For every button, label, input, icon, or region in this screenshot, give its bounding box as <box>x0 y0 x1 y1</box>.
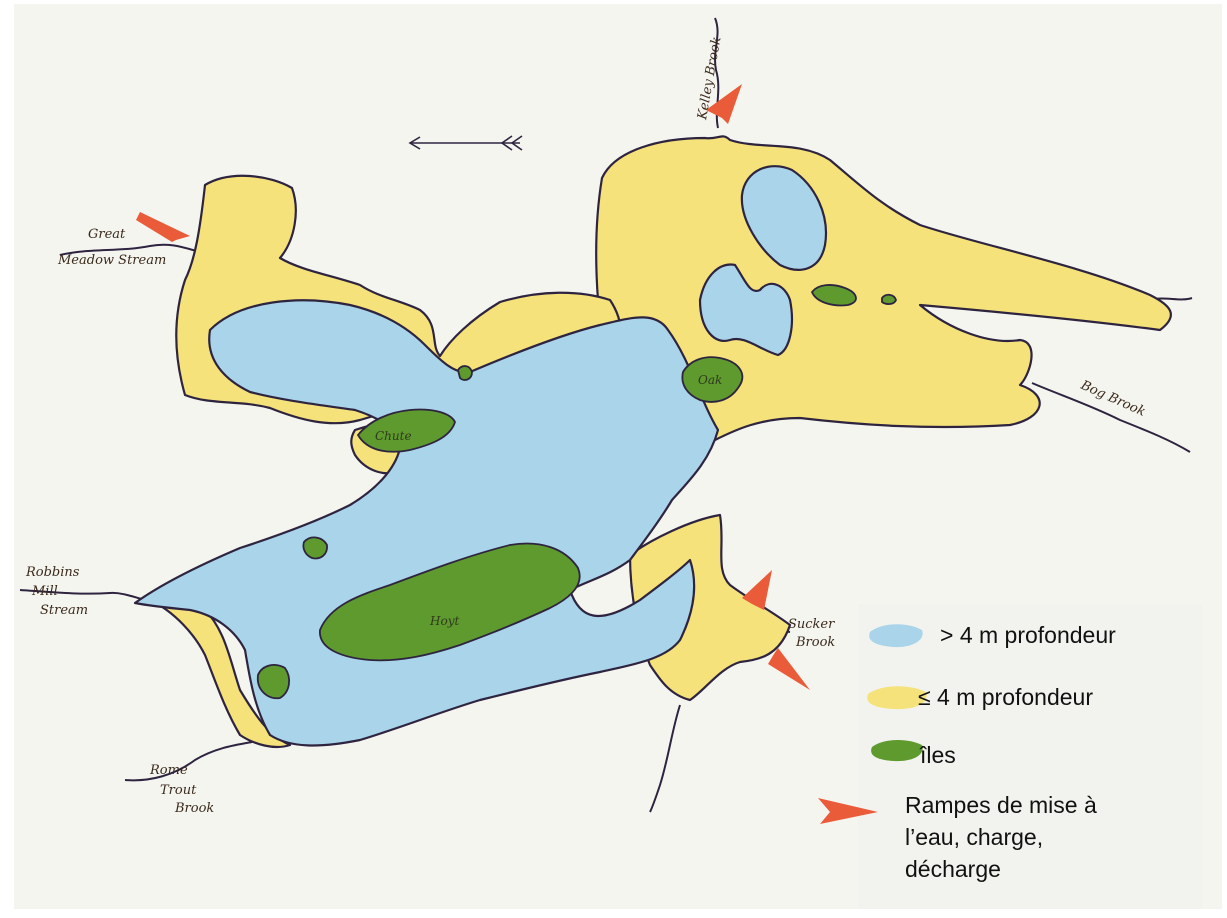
label-stream: Stream <box>40 603 88 618</box>
island-oak <box>681 356 744 403</box>
deep-water <box>133 165 828 747</box>
direction-arrow-icon <box>408 135 523 151</box>
label-oak: Oak <box>698 373 722 387</box>
label-bog-brook: Bog Brook <box>1077 378 1147 420</box>
label-rome: Rome <box>149 763 188 778</box>
legend-island-swatch <box>871 739 923 762</box>
label-chute: Chute <box>375 429 412 443</box>
island-small-ne <box>811 284 857 307</box>
island-hoyt <box>319 542 581 662</box>
legend-swatches <box>867 624 927 762</box>
island-tiny-a <box>457 365 473 381</box>
stream-bog-brook <box>1031 382 1191 453</box>
ramp-arrow-icon <box>768 648 810 690</box>
label-sucker: Sucker <box>788 617 835 632</box>
label-great: Great <box>88 227 126 242</box>
legend-ramps-label-3: décharge <box>905 856 1001 882</box>
deep-pool-south <box>698 263 794 357</box>
ramp-arrow-icon <box>706 84 742 124</box>
ramp-arrow-icon <box>136 212 190 242</box>
ramp-arrow-icon <box>742 570 772 610</box>
label-brook-sucker: Brook <box>795 635 835 650</box>
legend-deep-swatch <box>869 624 923 648</box>
legend-ramp-swatch <box>818 798 878 824</box>
legend-shallow-swatch <box>867 686 927 710</box>
deep-main-body <box>133 299 720 747</box>
island-small-sw <box>256 664 291 700</box>
legend-deep-label: > 4 m profondeur <box>940 622 1116 648</box>
stream-south-inlet <box>649 704 681 813</box>
legend-ramps-label-2: l’eau, charge, <box>905 824 1044 850</box>
label-brook-rome: Brook <box>174 801 214 816</box>
shallow-southeast <box>628 513 792 702</box>
islands <box>256 284 897 700</box>
legend-shallow-label: ≤ 4 m profondeur <box>918 684 1093 710</box>
legend-islands-label: îles <box>920 742 956 768</box>
legend-ramps-label-1: Rampes de mise à <box>905 792 1097 818</box>
label-trout: Trout <box>160 783 197 798</box>
label-meadow-stream: Meadow Stream <box>57 253 166 268</box>
island-tiny-b <box>881 293 897 305</box>
ramp-arrows <box>136 84 810 690</box>
label-robbins: Robbins <box>25 565 80 580</box>
stream-rome <box>124 741 253 782</box>
stream-great-meadow <box>59 243 201 256</box>
deep-pool-north <box>740 165 828 271</box>
island-small-mid <box>302 536 328 560</box>
island-chute <box>357 408 456 453</box>
label-mill: Mill <box>31 584 58 599</box>
label-hoyt: Hoyt <box>429 614 459 628</box>
